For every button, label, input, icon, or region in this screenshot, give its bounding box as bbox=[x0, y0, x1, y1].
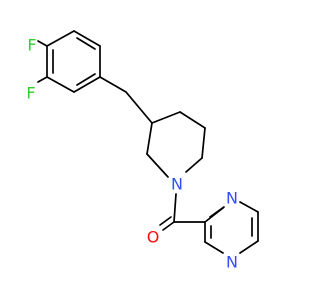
bond bbox=[239, 240, 259, 254]
bond bbox=[151, 111, 181, 124]
bond bbox=[46, 76, 75, 93]
fluorine-left-label: F bbox=[26, 84, 35, 103]
difluorophenyl-ring bbox=[46, 30, 101, 93]
carbonyl-oxygen-label: O bbox=[147, 228, 160, 247]
bond bbox=[239, 201, 259, 213]
pyrazine-nitrogen-top-label: N bbox=[226, 189, 238, 208]
bond bbox=[179, 111, 206, 129]
bond bbox=[146, 122, 153, 155]
bond bbox=[201, 127, 206, 159]
molecule-structure: F F N O N N bbox=[26, 30, 259, 272]
bond bbox=[73, 76, 101, 93]
bond-carbonyl-double bbox=[162, 221, 175, 231]
double-bond-inner bbox=[76, 37, 96, 50]
bond-c-f-top bbox=[37, 40, 48, 47]
double-bond-inner bbox=[76, 73, 96, 86]
bond bbox=[185, 157, 203, 173]
bond-linker bbox=[99, 76, 127, 93]
pyrazine-nitrogen-bottom-label: N bbox=[226, 253, 238, 272]
bond bbox=[46, 30, 75, 47]
bond-c-f-left bbox=[37, 76, 48, 83]
pyrazine-ring bbox=[204, 201, 259, 254]
bond bbox=[146, 153, 169, 178]
piperidine-nitrogen-label: N bbox=[171, 175, 183, 194]
fluorine-top-label: F bbox=[27, 36, 36, 55]
piperidine-ring bbox=[146, 111, 206, 178]
bond bbox=[73, 30, 101, 47]
bond bbox=[204, 241, 224, 254]
bond-n-carbonyl bbox=[173, 193, 177, 223]
bond-carbonyl-double bbox=[159, 216, 172, 226]
bond-linker bbox=[125, 91, 153, 124]
double-bond-inner bbox=[209, 206, 225, 218]
